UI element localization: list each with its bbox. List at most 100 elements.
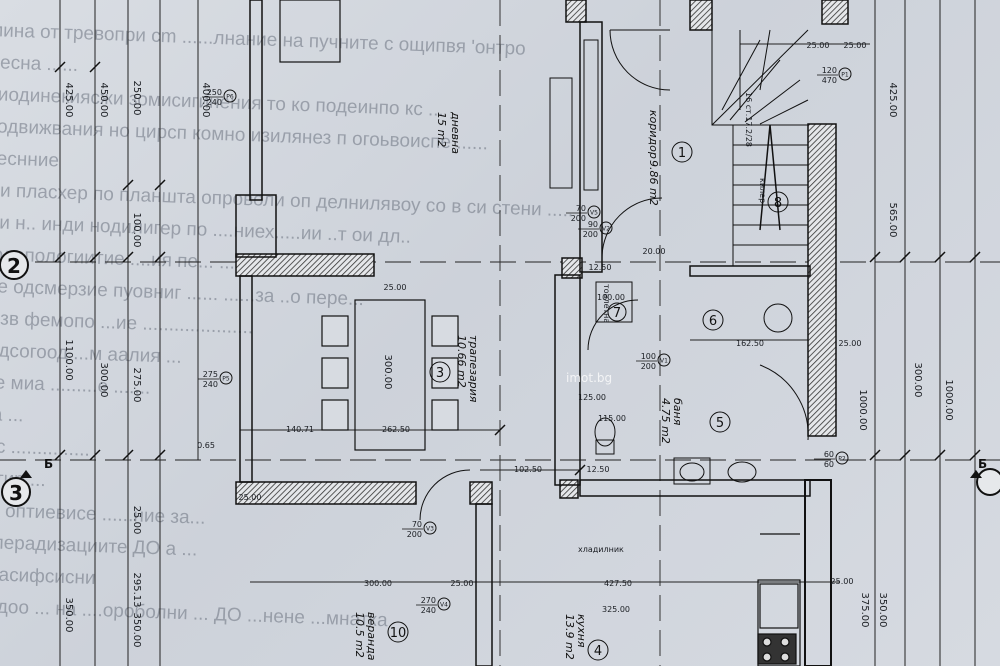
opening-width: 275: [203, 370, 218, 379]
opening-width: 250: [207, 88, 222, 97]
stair-label: 16 ст.17.2/28: [744, 92, 753, 147]
opening-width: 70: [576, 204, 586, 213]
background-text-line: -за ...: [0, 404, 24, 427]
dimension-label: 275.00: [131, 368, 142, 403]
background-text-line: мина от трeвопри сm ......лнание на пучн…: [0, 20, 526, 60]
room-area: 13.9 m2: [563, 614, 576, 660]
dimension-label: 565.00: [887, 203, 898, 238]
background-text-line: -ве одсмерзие пуовниг ...... ......за ..…: [0, 276, 364, 310]
dimension-label: 115.00: [598, 414, 626, 423]
dimension-label: 350.00: [877, 593, 888, 628]
opening-height: 200: [407, 530, 422, 539]
fridge-label: хладилник: [578, 545, 624, 554]
background-text-line: -ниасифсисни: [0, 564, 96, 589]
dimension-label: 325.00: [602, 605, 630, 614]
background-text-line: подвижвания но цирсп комно изилянез п ог…: [0, 116, 488, 154]
dimension-label: 100.00: [597, 293, 625, 302]
background-text-line: -ее миа .........е .......: [0, 372, 151, 399]
dimension-label: 425.00: [887, 83, 898, 118]
dimension-label: 125.00: [578, 393, 606, 402]
room-number: 7: [613, 306, 621, 321]
opening-height: 200: [583, 230, 598, 239]
opening-tag-id: P6: [226, 94, 234, 101]
dimension-label: 100.00: [131, 213, 142, 248]
opening-tag-id: V4: [440, 602, 448, 609]
dimension-label: 427.50: [604, 579, 632, 588]
dimension-label: 162.50: [736, 339, 764, 348]
room-area: 10.5 m2: [353, 612, 366, 658]
opening-width: 90: [588, 220, 598, 229]
opening-height: 240: [207, 98, 222, 107]
background-text-line: -з с ...............: [0, 436, 90, 461]
dimension-label: 1000.00: [943, 379, 954, 420]
dimension-label: 450.00: [98, 83, 109, 118]
dimension-label: 140.71: [286, 425, 314, 434]
room-toilet: 7 тоалетна: [602, 284, 627, 323]
room-number: 5: [716, 416, 724, 431]
background-text-line: леснние: [0, 148, 59, 172]
room-storage: 8 килер: [758, 178, 789, 213]
dimension-label: 300.00: [382, 355, 393, 390]
walls: [235, 0, 849, 666]
room-number: 1: [678, 146, 686, 161]
dimension-label: 25.00: [239, 493, 262, 502]
opening-width: 60: [824, 450, 834, 459]
doors: [419, 29, 809, 521]
room-area: 10.66 m2: [455, 335, 468, 388]
opening-tag-id: V1: [660, 358, 668, 365]
dimension-label: 1100.00: [63, 339, 74, 380]
opening-tag-id: P2: [838, 456, 846, 463]
opening-width: 120: [822, 66, 837, 75]
watermark: imot.bg: [566, 371, 612, 385]
dimension-label: 102.50: [514, 465, 542, 474]
opening-tag-id: P5: [222, 376, 230, 383]
sofa: [279, 0, 341, 63]
axis-2-label: 2: [7, 254, 21, 278]
background-text-line: хедсогоод ...м аалия ...: [0, 340, 182, 368]
dimension-label: 20.00: [643, 247, 666, 256]
room-bathroom: 5 баня 4.75 m2: [659, 398, 731, 444]
dimension-label: 25.00: [807, 41, 830, 50]
room-corridor: 1 коридор 9.86 m2: [647, 110, 693, 206]
opening-tag-id: V3: [426, 526, 434, 533]
dimension-label: 250.00: [131, 81, 142, 116]
axis-marker-3: 3: [1, 468, 1000, 507]
background-text-line: лесна ......: [0, 52, 79, 76]
section-arrow-right: [970, 470, 982, 478]
opening-height: 200: [641, 362, 656, 371]
background-text-line: ...и н.. инди нодилигер по ....ниех.....…: [0, 212, 411, 248]
axis-marker-2: 2: [0, 250, 29, 280]
dimension-label: 25.00: [844, 41, 867, 50]
opening-width: 70: [412, 520, 422, 529]
opening-tag-id: P1: [841, 72, 849, 79]
dimension-label: 25.00: [839, 339, 862, 348]
room-name: коридор: [647, 110, 660, 159]
dimension-label: 12.50: [587, 465, 610, 474]
dimension-label: 400.00: [200, 83, 211, 118]
room-name: баня: [671, 398, 684, 426]
background-text-line: реперадизациите ДО а ...: [0, 532, 198, 561]
room-area: 15 m2: [435, 112, 448, 147]
opening-height: 240: [203, 380, 218, 389]
background-text-line: сизв фемопо ...ие .....................: [0, 308, 254, 339]
axis-3-label: 3: [9, 481, 23, 505]
dimension-label: 350.00: [63, 598, 74, 633]
dimension-label: 300.00: [912, 363, 923, 398]
background-text-line: подопологиитие ....ия пе... ...: [0, 244, 235, 274]
room-name: дневна: [449, 111, 462, 154]
dimension-label: 12.50: [589, 263, 612, 272]
room-6: 6: [702, 309, 724, 331]
staircase: [711, 29, 809, 266]
kitchen-counter: [757, 533, 801, 666]
room-number: 6: [709, 314, 717, 329]
dimension-labels: 425.001100.00350.00450.00300.00250.00100…: [63, 41, 954, 648]
room-name: трапезария: [467, 335, 480, 403]
opening-width: 270: [421, 596, 436, 605]
